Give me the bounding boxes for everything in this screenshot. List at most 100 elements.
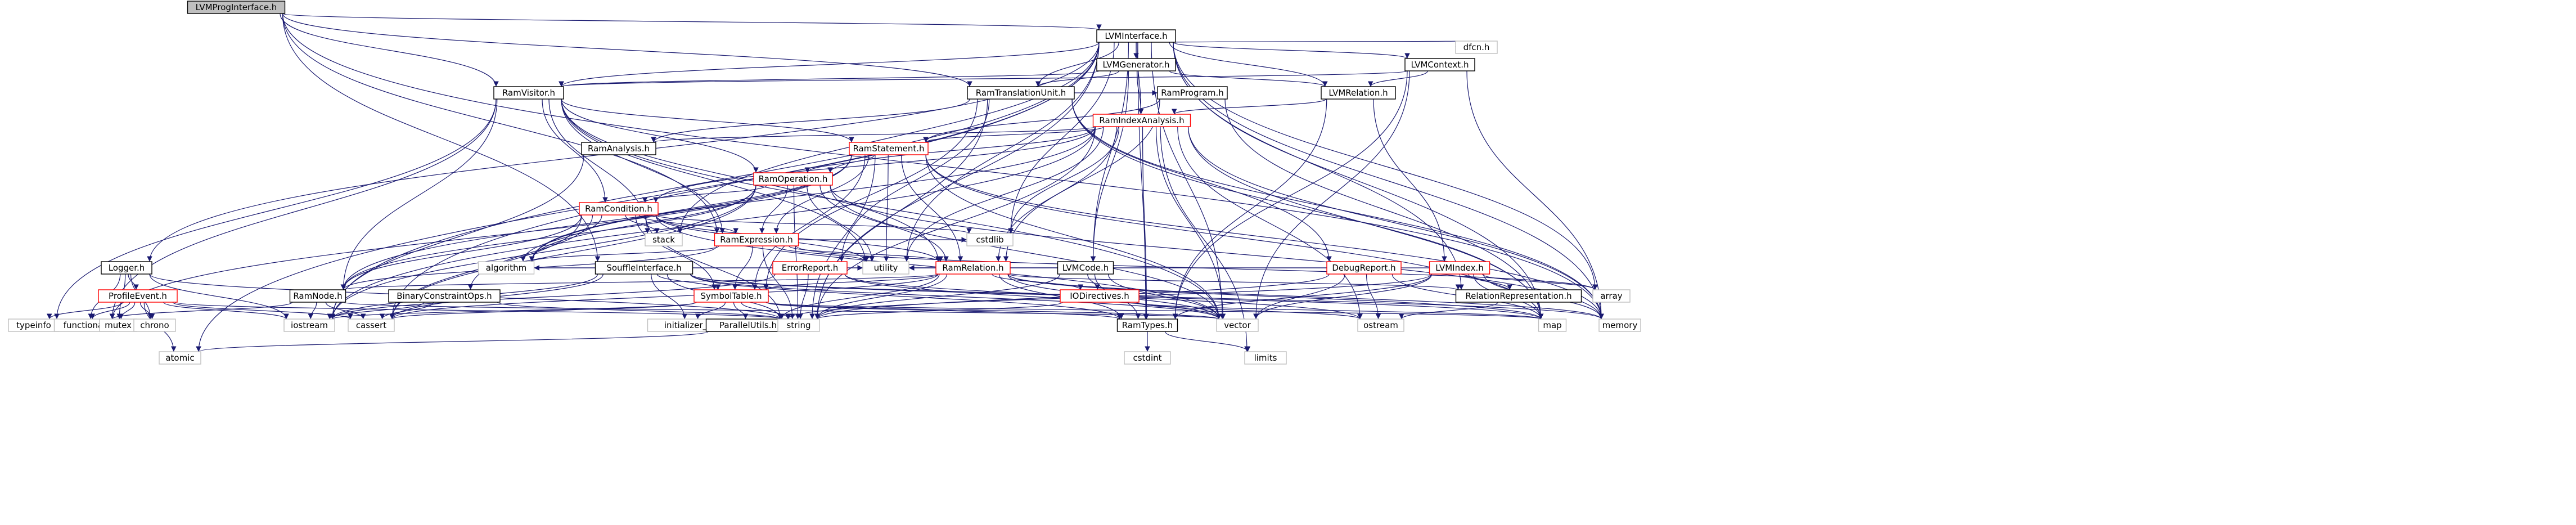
node-label: LVMIndex.h xyxy=(1435,263,1483,273)
node-profileevent[interactable]: ProfileEvent.h xyxy=(98,289,178,303)
node-label: RamStatement.h xyxy=(853,143,924,154)
node-label: RamIndexAnalysis.h xyxy=(1099,115,1184,125)
edge-ramvisitor-to-ramcondition xyxy=(542,98,608,203)
edge-ramoperation-to-string xyxy=(793,185,801,320)
node-label: DebugReport.h xyxy=(1332,263,1395,273)
edge-relationrepresentation-to-ostream xyxy=(1399,302,1498,320)
node-iostream: iostream xyxy=(283,318,335,332)
edge-ramvisitor-to-ramrelation xyxy=(561,98,941,262)
node-box xyxy=(1429,261,1490,275)
node-label: RamExpression.h xyxy=(720,235,793,245)
edge-ramoperation-to-utility xyxy=(807,185,875,262)
node-ramcondition[interactable]: RamCondition.h xyxy=(579,202,659,216)
node-box xyxy=(595,261,693,275)
node-iodirectives[interactable]: IODirectives.h xyxy=(1060,289,1140,303)
node-parallelutils[interactable]: ParallelUtils.h xyxy=(705,318,791,332)
node-label: SouffleInterface.h xyxy=(606,263,681,273)
edge-ramcondition-to-ramnode xyxy=(340,214,582,290)
node-cassert: cassert xyxy=(348,318,395,332)
node-cstdint: cstdint xyxy=(1124,351,1171,365)
node-utility: utility xyxy=(862,261,909,275)
node-ramprogram[interactable]: RamProgram.h xyxy=(1157,86,1228,100)
edge-ramindexanalysis-to-ramtypes xyxy=(1142,126,1150,320)
edge-lvmcontext-to-memory xyxy=(1466,70,1604,320)
edge-ramindexanalysis-to-memory xyxy=(1187,126,1604,320)
node-lvmcontext[interactable]: LVMContext.h xyxy=(1404,58,1475,71)
edge-ramoperation-to-algorithm xyxy=(529,185,756,262)
edge-lvmindex-to-array xyxy=(1481,273,1598,290)
edge-ramtranslationunit-to-errorreport xyxy=(839,98,990,262)
node-ramoperation[interactable]: RamOperation.h xyxy=(753,172,833,186)
node-binaryconstraintops[interactable]: BinaryConstraintOps.h xyxy=(388,289,501,303)
node-ramrelation[interactable]: RamRelation.h xyxy=(935,261,1011,275)
edge-lvmgenerator-to-ramtranslationunit xyxy=(1035,70,1119,87)
edge-lvmproginterface-to-ramtranslationunit xyxy=(282,13,972,87)
edge-ramindexanalysis-to-vector xyxy=(1155,126,1226,320)
edge-ramindexanalysis-to-cstdlib xyxy=(1008,126,1120,234)
edge-logger-to-profileevent xyxy=(128,273,139,290)
node-label: ProfileEvent.h xyxy=(109,291,167,301)
edge-ramrelation-to-map xyxy=(1007,273,1544,320)
node-symboltable[interactable]: SymbolTable.h xyxy=(693,289,769,303)
edge-profileevent-to-iostream xyxy=(163,302,289,320)
node-box xyxy=(493,86,564,100)
node-ramanalysis[interactable]: RamAnalysis.h xyxy=(581,142,656,155)
node-relationrepresentation[interactable]: RelationRepresentation.h xyxy=(1455,289,1582,303)
node-ramstatement[interactable]: RamStatement.h xyxy=(849,142,929,155)
node-ostream: ostream xyxy=(1357,318,1404,332)
node-mutex: mutex xyxy=(99,318,137,332)
node-ramvisitor[interactable]: RamVisitor.h xyxy=(493,86,564,100)
node-lvmrelation[interactable]: LVMRelation.h xyxy=(1321,86,1396,100)
edge-ramprogram-to-ramstatement xyxy=(923,98,1160,143)
edge-ramexpression-to-algorithm xyxy=(529,245,719,262)
node-label: ostream xyxy=(1363,320,1398,330)
node-box xyxy=(348,318,395,332)
edge-lvmgenerator-to-ramvisitor xyxy=(559,70,1100,87)
node-label: LVMGenerator.h xyxy=(1103,60,1170,70)
node-label: cstdlib xyxy=(976,235,1003,245)
node-lvminterface[interactable]: LVMInterface.h xyxy=(1096,29,1176,43)
node-label: cassert xyxy=(356,320,386,330)
edge-ramvisitor-to-vector xyxy=(561,98,1222,320)
node-ramtypes[interactable]: RamTypes.h xyxy=(1116,318,1178,332)
node-label: LVMContext.h xyxy=(1411,60,1469,70)
edge-symboltable-to-string xyxy=(741,302,791,320)
node-souffleinterface[interactable]: SouffleInterface.h xyxy=(595,261,693,275)
node-label: memory xyxy=(1602,320,1638,330)
node-label: IODirectives.h xyxy=(1070,291,1129,301)
edge-ramcondition-to-ramexpression xyxy=(639,214,738,234)
node-ramnode[interactable]: RamNode.h xyxy=(289,289,346,303)
node-box xyxy=(935,261,1011,275)
node-atomic: atomic xyxy=(159,351,201,365)
node-lvmproginterface[interactable]: LVMProgInterface.h xyxy=(187,1,286,14)
edge-ramtranslationunit-to-string xyxy=(814,98,988,320)
edge-profileevent-to-chrono xyxy=(139,302,155,320)
node-box xyxy=(1326,261,1402,275)
edge-lvminterface-to-lvmcontext xyxy=(1173,42,1410,59)
node-box xyxy=(581,142,656,155)
node-lvmindex[interactable]: LVMIndex.h xyxy=(1429,261,1490,275)
node-label: RamAnalysis.h xyxy=(588,143,650,154)
node-label: RamNode.h xyxy=(293,291,342,301)
edge-ramoperation-to-ramnode xyxy=(340,185,756,290)
node-logger[interactable]: Logger.h xyxy=(101,261,152,275)
node-ramtranslationunit[interactable]: RamTranslationUnit.h xyxy=(967,86,1075,100)
edge-lvmcontext-to-ramvisitor xyxy=(559,70,1408,87)
node-label: vector xyxy=(1224,320,1251,330)
node-typeinfo: typeinfo xyxy=(8,318,60,332)
node-box xyxy=(133,318,176,332)
node-errorreport[interactable]: ErrorReport.h xyxy=(772,261,848,275)
edge-iodirectives-to-string xyxy=(814,302,1063,320)
node-ramexpression[interactable]: RamExpression.h xyxy=(714,233,799,246)
node-box xyxy=(772,261,848,275)
edge-ramrelation-to-string xyxy=(814,273,948,320)
node-lvmcode[interactable]: LVMCode.h xyxy=(1057,261,1114,275)
edge-ramcondition-to-cstdlib xyxy=(655,214,972,234)
node-lvmgenerator[interactable]: LVMGenerator.h xyxy=(1096,58,1176,71)
node-label: initializer_list xyxy=(664,320,719,331)
node-ramindexanalysis[interactable]: RamIndexAnalysis.h xyxy=(1092,114,1191,127)
edge-symboltable-to-vector xyxy=(765,302,1222,320)
node-debugreport[interactable]: DebugReport.h xyxy=(1326,261,1402,275)
node-box xyxy=(283,318,335,332)
edge-ramvisitor-to-ramstatement xyxy=(561,98,854,143)
